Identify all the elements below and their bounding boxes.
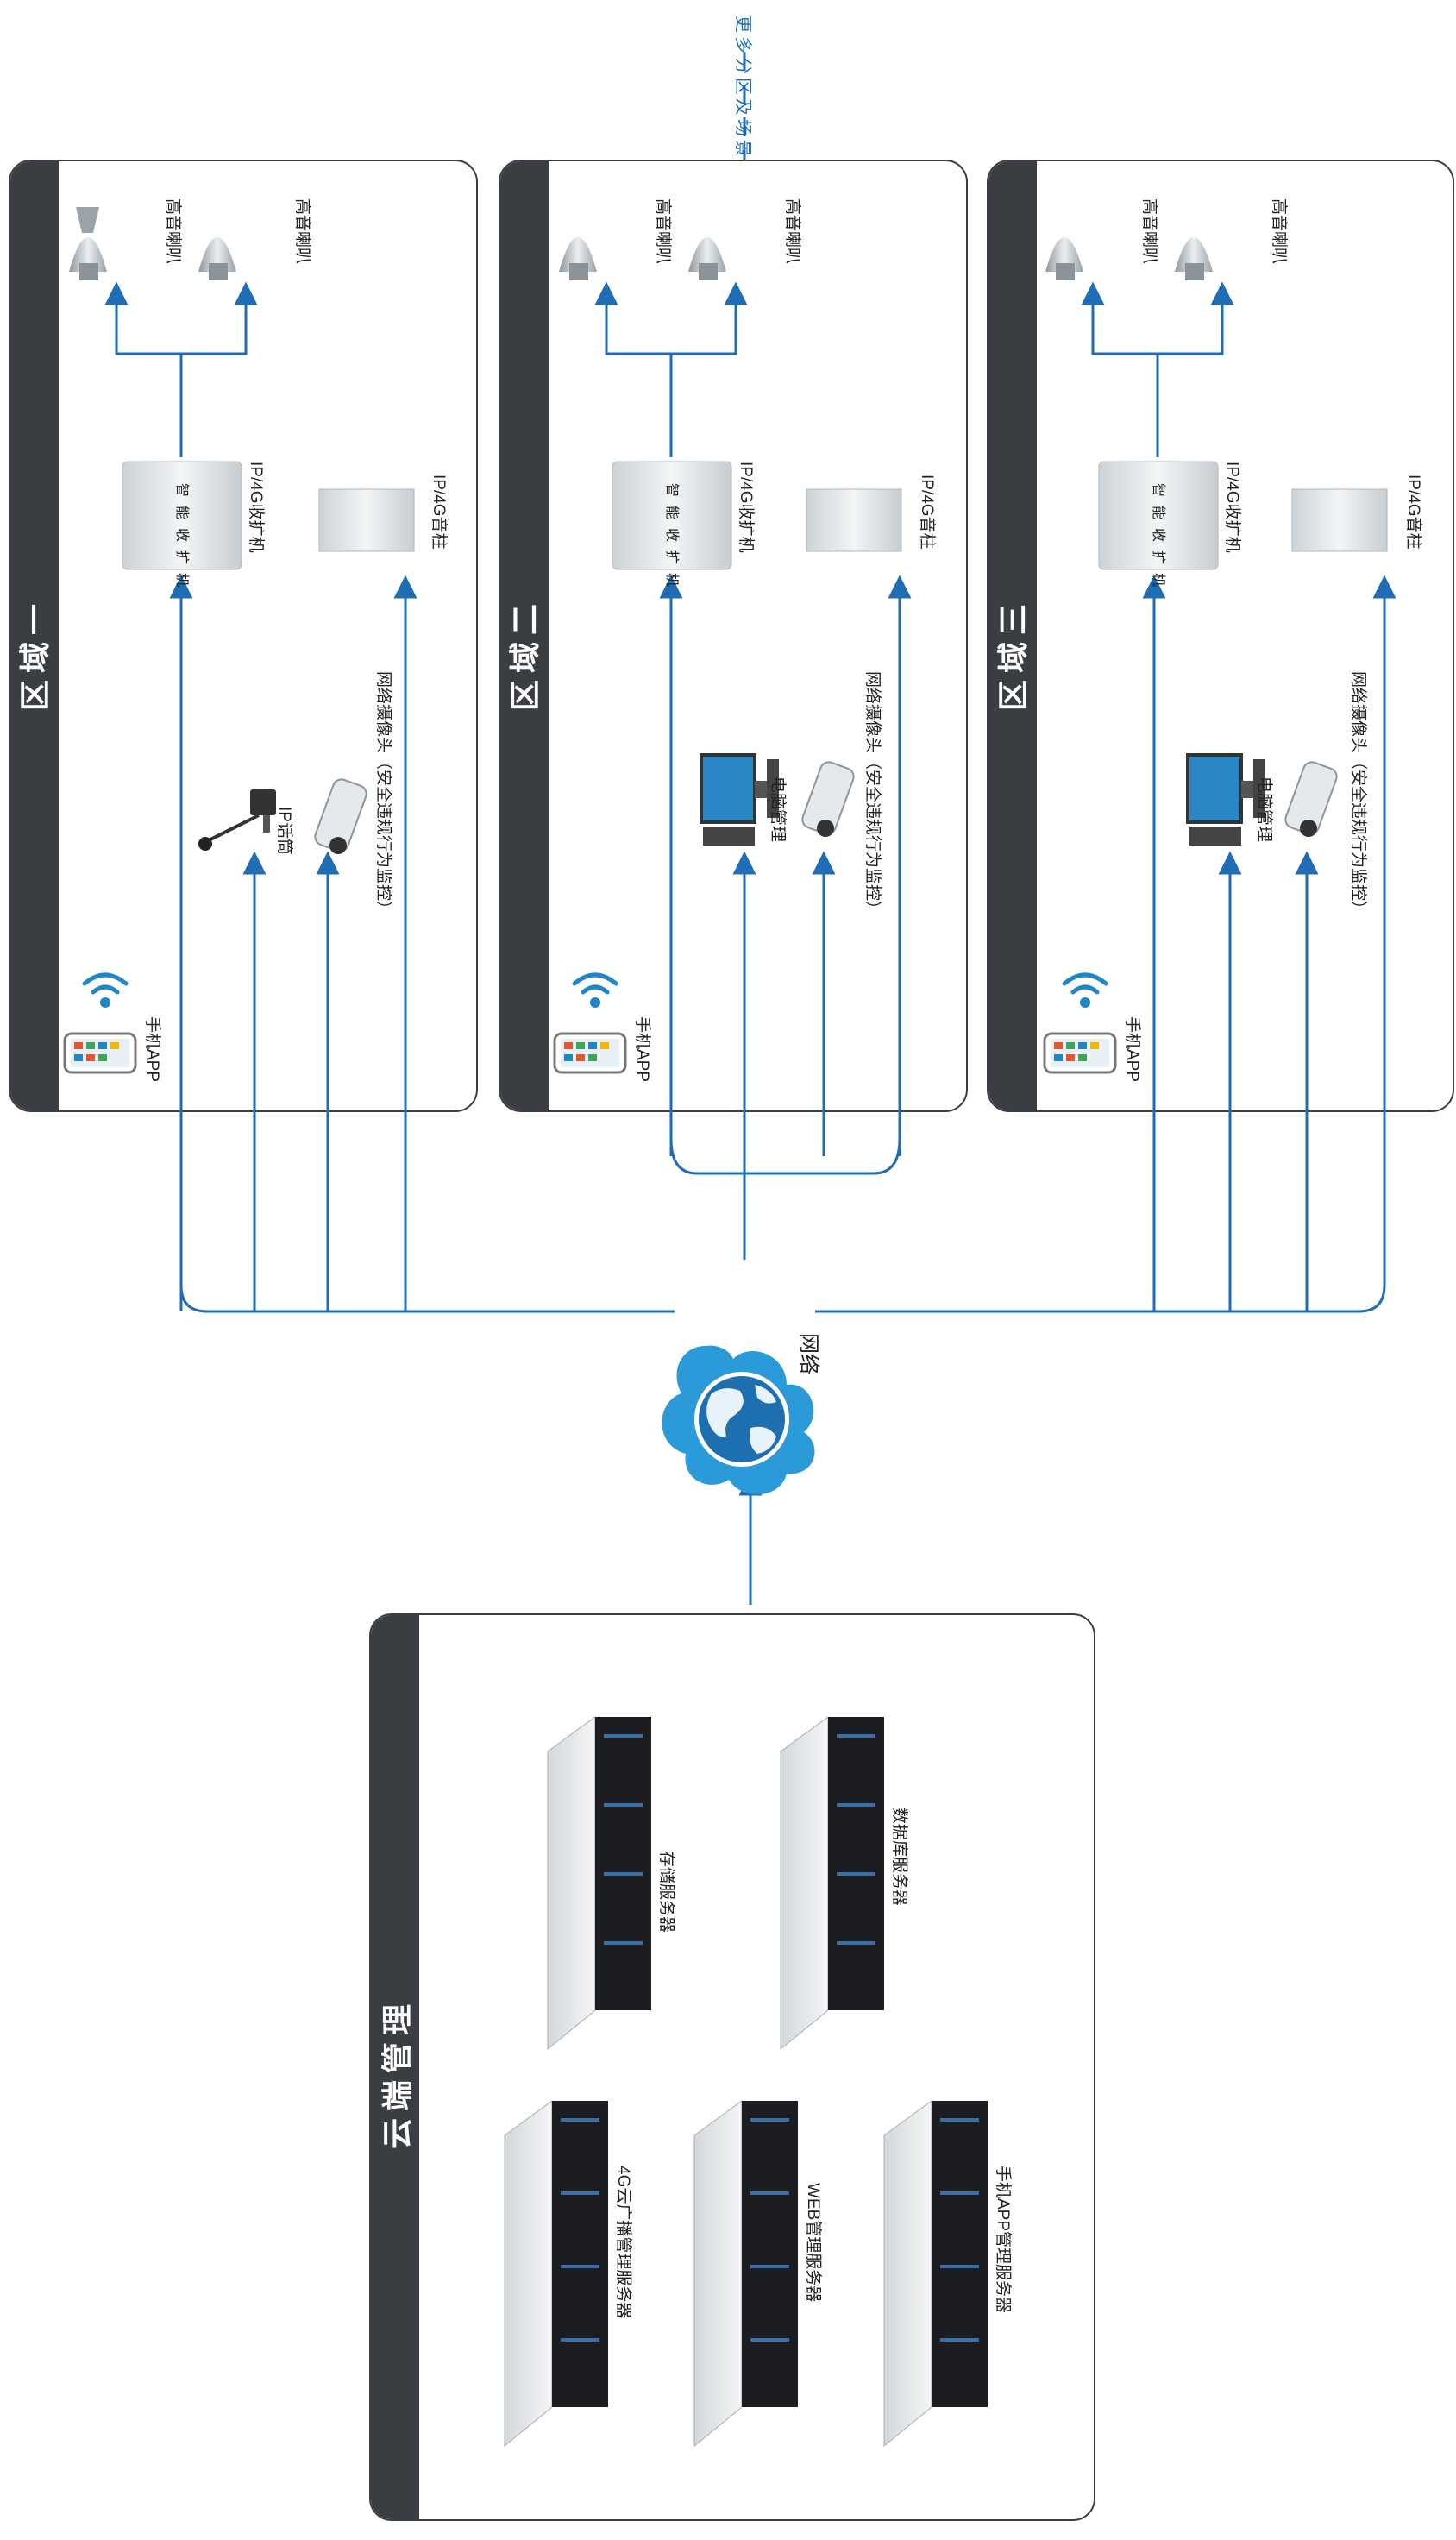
zone2-device-label: 电脑管理 <box>769 776 787 843</box>
zone2-camera-icon <box>801 761 855 837</box>
zone2-panel <box>499 160 968 1112</box>
zone3-column-label: IP/4G音柱 <box>1404 475 1422 550</box>
zone2-lines <box>594 281 912 1260</box>
zone1-phone-label: 手机APP <box>143 1016 161 1083</box>
zone1-phone-icon <box>63 1032 137 1074</box>
zone3-camera-label: 网络摄像头（安全违规行为监控） <box>1349 671 1367 918</box>
cloud-title-bar <box>371 1615 419 2519</box>
zone3-phone-icon <box>1043 1032 1117 1074</box>
zone2-speaker1-label: 高音喇叭 <box>654 198 672 265</box>
zone1-amplifier-label: IP/4G收扩机 <box>247 462 265 553</box>
server-4g-broadcast-label: 4G云广播管理服务器 <box>614 2166 632 2319</box>
zone1-wifi-icon <box>82 972 129 1008</box>
zone3-panel <box>987 160 1454 1112</box>
cloud-title: 云端管理 <box>380 1996 415 2149</box>
zone3-lines <box>815 281 1396 1313</box>
zone1-column-label: IP/4G音柱 <box>430 475 448 550</box>
zone1-speaker2-label: 高音喇叭 <box>293 198 311 265</box>
zone3-title: 区域三 <box>995 596 1031 711</box>
zone2-amplifier-icon <box>612 461 732 570</box>
zone2-column-label: IP/4G音柱 <box>918 475 936 550</box>
zone3-camera-icon <box>1284 761 1338 837</box>
zone3-amplifier-icon <box>1098 461 1219 570</box>
zone1-title-bar <box>10 161 59 1110</box>
zone1-horn-speaker-1-icon <box>69 207 107 280</box>
zone1-amplifier-face-text: 智能收扩机 <box>174 483 189 596</box>
zone2-camera-label: 网络摄像头（安全违规行为监控） <box>863 671 882 918</box>
zone1-column-speaker-icon <box>318 488 415 552</box>
zone1-horn-speaker-2-icon <box>198 237 236 280</box>
zone2-title-bar <box>500 161 549 1110</box>
zone2-phone-label: 手机APP <box>633 1016 651 1083</box>
zone2-phone-icon <box>553 1032 627 1074</box>
zone1-camera-label: 网络摄像头（安全违规行为监控） <box>374 671 392 918</box>
zone3-device-label: 电脑管理 <box>1255 776 1273 843</box>
zone3-amplifier-label: IP/4G收扩机 <box>1223 462 1241 553</box>
zone3-column-speaker-icon <box>1291 488 1388 552</box>
zone3-title-bar <box>988 161 1037 1110</box>
zone1-ip-microphone-icon <box>198 789 276 851</box>
zone3-computer-icon <box>1186 753 1265 846</box>
zone2-graphics <box>553 237 902 1074</box>
zone3-speaker1-label: 高音喇叭 <box>1140 198 1158 265</box>
zone3-phone-label: 手机APP <box>1123 1016 1141 1083</box>
zone1-camera-icon <box>314 778 367 854</box>
zone1-title: 区域一 <box>17 596 53 711</box>
zone1-graphics <box>63 207 415 1074</box>
zone1-amplifier-icon <box>122 461 242 570</box>
zone2-horn-speaker-2-icon <box>688 237 726 280</box>
network-label: 网络 <box>797 1333 820 1374</box>
server-web-label: WEB管理服务器 <box>804 2183 822 2303</box>
server-4g-broadcast-icon <box>504 2100 608 2448</box>
zone3-graphics <box>1043 237 1388 1074</box>
zone2-computer-icon <box>700 753 779 846</box>
zone1-lines <box>104 281 675 1313</box>
zone1-device-label: IP话筒 <box>275 807 293 855</box>
more-scenes-label: 更多分区及场景 <box>733 16 752 160</box>
zone2-horn-speaker-1-icon <box>559 237 597 280</box>
server-app-label: 手机APP管理服务器 <box>994 2166 1012 2314</box>
zone3-wifi-icon <box>1062 972 1108 1008</box>
server-storage-icon <box>547 1716 651 2051</box>
zone2-amplifier-face-text: 智能收扩机 <box>664 483 679 596</box>
zone2-amplifier-label: IP/4G收扩机 <box>737 462 755 553</box>
zone2-wifi-icon <box>572 972 618 1008</box>
server-web-icon <box>693 2100 798 2448</box>
zone3-amplifier-face-text: 智能收扩机 <box>1151 483 1165 596</box>
zone2-speaker2-label: 高音喇叭 <box>783 198 801 265</box>
zone3-horn-speaker-2-icon <box>1175 237 1213 280</box>
server-storage-label: 存储服务器 <box>657 1851 675 1933</box>
server-database-icon <box>780 1716 884 2051</box>
zone1-speaker1-label: 高音喇叭 <box>164 198 182 265</box>
server-database-label: 数据库服务器 <box>890 1808 908 1907</box>
zone3-speaker2-label: 高音喇叭 <box>1270 198 1288 265</box>
zone2-column-speaker-icon <box>806 488 902 552</box>
network-cloud-icon <box>662 1345 815 1495</box>
server-app-icon <box>883 2100 988 2448</box>
zone3-horn-speaker-1-icon <box>1045 237 1083 280</box>
zone2-title: 区域二 <box>507 596 543 711</box>
zone1-panel <box>9 160 478 1112</box>
